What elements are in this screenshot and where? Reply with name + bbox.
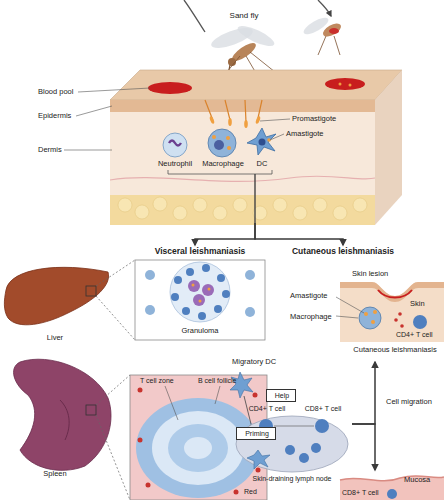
node-label: Macrophage — [290, 313, 340, 321]
node-label: DC — [250, 160, 274, 168]
node-label: Priming — [237, 430, 277, 438]
edge-label: Cell migration — [386, 398, 442, 406]
leader-lines — [64, 88, 290, 150]
connector-arrow — [195, 223, 255, 245]
node-label: Mucosa — [404, 476, 444, 484]
text-label: Sand fly — [214, 12, 274, 21]
node-label: Promastigote — [292, 115, 352, 123]
step-box: Help — [266, 389, 296, 402]
node-label: Skin lesion — [352, 270, 412, 278]
node-label: Dermis — [38, 146, 78, 154]
node-label: Amastigote — [290, 292, 338, 300]
node-label: B cell follicle — [198, 377, 262, 385]
node-label: Macrophage — [196, 160, 250, 168]
spleen — [14, 359, 130, 500]
panel-node: MucosaCD8+ T cell — [340, 470, 444, 500]
panel-node: Visceral leishmaniasisGranuloma — [135, 245, 265, 342]
node-label: Epidermis — [38, 112, 98, 120]
node-label: CD8+ T cell — [300, 405, 346, 413]
node-label: Help — [267, 392, 297, 400]
node-label: CD8+ T cell — [342, 489, 392, 497]
node-label: Red — [244, 488, 264, 496]
node-label: Blood pool — [38, 88, 98, 96]
connector-arrow — [255, 223, 343, 245]
granuloma-inset — [135, 260, 265, 340]
cycle-line — [184, 0, 205, 32]
panel-node: Cutaneous leishmaniasisSkin lesionAmasti… — [283, 245, 444, 362]
node-label: Skin — [410, 300, 440, 308]
panel-node: Migratory DC CD4+ T cell CD8+ T cellSkin-d… — [226, 356, 352, 488]
node-label: Skin-draining lymph node — [244, 475, 340, 483]
node-label: Cutaneous leishmaniasis — [346, 346, 444, 354]
node-label: CD4+ T cell — [244, 405, 290, 413]
node-label: T cell zone — [140, 377, 192, 385]
node-label: CD4+ T cell — [396, 331, 444, 339]
lymph-node — [230, 372, 348, 472]
sand-fly — [301, 15, 343, 55]
skin-lesion-panel — [336, 282, 444, 342]
text-label: Spleen — [30, 470, 80, 478]
text-label: Liver — [30, 334, 80, 342]
mucosa-panel — [340, 476, 444, 500]
node-label: Migratory DC — [232, 358, 292, 366]
node-label: Granuloma — [135, 327, 265, 335]
node-label: Cutaneous leishmaniasis — [283, 247, 403, 256]
cycle-line — [318, 0, 331, 16]
skin-block — [110, 70, 402, 225]
connector-arrow — [352, 424, 375, 470]
step-box: Priming — [236, 427, 276, 440]
node-label: Amastigote — [286, 130, 341, 138]
node-label: Neutrophil — [148, 160, 202, 168]
node-label: Visceral leishmaniasis — [135, 247, 265, 256]
connector-arrow — [352, 362, 375, 424]
panel-node: Blood poolEpidermis PromastigoteAmastigot… — [35, 48, 405, 223]
liver — [4, 260, 135, 340]
